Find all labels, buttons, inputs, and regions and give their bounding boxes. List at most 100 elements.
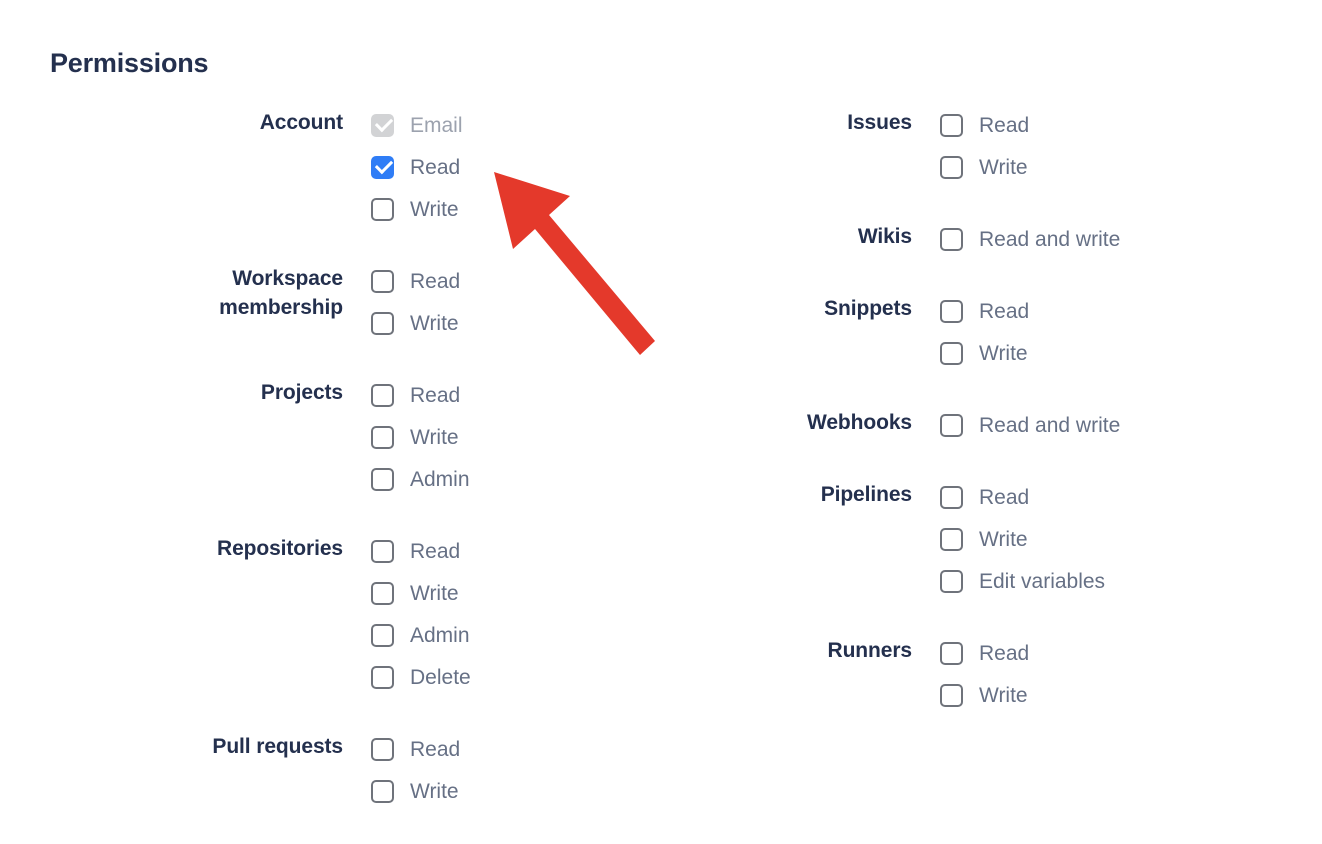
page-title: Permissions: [50, 48, 209, 78]
permission-row-repositories-read[interactable]: Read: [371, 530, 471, 572]
pipelines-write-checkbox[interactable]: [940, 527, 963, 551]
permission-row-projects-read[interactable]: Read: [371, 374, 470, 416]
issues-read-checkbox[interactable]: [940, 113, 963, 137]
account-write-checkbox[interactable]: [371, 197, 394, 221]
projects-read-checkbox[interactable]: [371, 383, 394, 407]
group-label-repositories: Repositories: [217, 537, 343, 560]
permission-label-workspace-membership-read: Read: [410, 269, 461, 293]
permission-row-account-email[interactable]: Email: [371, 104, 463, 146]
permission-row-runners-write[interactable]: Write: [940, 674, 1029, 716]
permission-row-runners-read[interactable]: Read: [940, 632, 1029, 674]
permission-row-projects-write[interactable]: Write: [371, 416, 470, 458]
group-label-account: Account: [259, 111, 343, 134]
permission-label-account-read: Read: [410, 155, 461, 179]
permission-row-pipelines-read[interactable]: Read: [940, 476, 1105, 518]
workspace-membership-read-checkbox[interactable]: [371, 269, 394, 293]
permission-row-snippets-write[interactable]: Write: [940, 332, 1029, 374]
pipelines-edit-variables-checkbox[interactable]: [940, 569, 963, 593]
wikis-read-and-write-checkbox[interactable]: [940, 227, 963, 251]
permission-row-workspace-membership-read[interactable]: Read: [371, 260, 460, 302]
group-label-workspace-membership: Workspace membership: [219, 267, 343, 319]
permission-label-repositories-read: Read: [410, 539, 461, 563]
repositories-admin-checkbox[interactable]: [371, 623, 394, 647]
permission-row-account-read[interactable]: Read: [371, 146, 463, 188]
permission-label-projects-read: Read: [410, 383, 461, 407]
permission-row-projects-admin[interactable]: Admin: [371, 458, 470, 500]
permission-row-pipelines-write[interactable]: Write: [940, 518, 1105, 560]
permission-row-webhooks-read-and-write[interactable]: Read and write: [940, 404, 1120, 446]
group-label-pipelines: Pipelines: [820, 483, 912, 506]
permission-label-webhooks-read-and-write: Read and write: [979, 413, 1121, 437]
permission-label-account-email: Email: [410, 113, 463, 137]
permission-label-account-write: Write: [410, 197, 459, 221]
permission-label-repositories-delete: Delete: [410, 665, 471, 689]
workspace-membership-write-checkbox[interactable]: [371, 311, 394, 335]
check-icon: [374, 155, 394, 174]
group-label-wikis: Wikis: [857, 225, 912, 248]
webhooks-read-and-write-checkbox[interactable]: [940, 413, 963, 437]
group-label-snippets: Snippets: [824, 297, 912, 320]
permission-group-webhooks: Webhooks Read and write: [612, 404, 1232, 446]
permission-label-pipelines-write: Write: [979, 527, 1028, 551]
issues-write-checkbox[interactable]: [940, 155, 963, 179]
group-label-pull-requests: Pull requests: [212, 735, 343, 758]
permission-row-repositories-admin[interactable]: Admin: [371, 614, 471, 656]
permission-row-account-write[interactable]: Write: [371, 188, 463, 230]
runners-write-checkbox[interactable]: [940, 683, 963, 707]
permission-row-wikis-read-and-write[interactable]: Read and write: [940, 218, 1120, 260]
permission-label-runners-write: Write: [979, 683, 1028, 707]
snippets-write-checkbox[interactable]: [940, 341, 963, 365]
account-email-checkbox: [371, 113, 394, 137]
permission-row-workspace-membership-write[interactable]: Write: [371, 302, 460, 344]
projects-admin-checkbox[interactable]: [371, 467, 394, 491]
check-icon: [374, 113, 394, 132]
group-label-runners: Runners: [827, 639, 913, 662]
permission-label-issues-read: Read: [979, 113, 1030, 137]
snippets-read-checkbox[interactable]: [940, 299, 963, 323]
permission-label-pull-requests-read: Read: [410, 737, 461, 761]
runners-read-checkbox[interactable]: [940, 641, 963, 665]
repositories-delete-checkbox[interactable]: [371, 665, 394, 689]
permission-label-snippets-write: Write: [979, 341, 1028, 365]
permission-row-repositories-delete[interactable]: Delete: [371, 656, 471, 698]
permission-label-issues-write: Write: [979, 155, 1028, 179]
pull-requests-read-checkbox[interactable]: [371, 737, 394, 761]
permission-row-issues-write[interactable]: Write: [940, 146, 1029, 188]
permission-row-pull-requests-write[interactable]: Write: [371, 770, 460, 812]
permission-row-pull-requests-read[interactable]: Read: [371, 728, 460, 770]
permission-label-runners-read: Read: [979, 641, 1030, 665]
repositories-write-checkbox[interactable]: [371, 581, 394, 605]
permission-label-pipelines-read: Read: [979, 485, 1030, 509]
permission-options-webhooks: Read and write: [940, 404, 1120, 446]
group-label-issues: Issues: [847, 111, 912, 134]
repositories-read-checkbox[interactable]: [371, 539, 394, 563]
pull-requests-write-checkbox[interactable]: [371, 779, 394, 803]
group-label-webhooks: Webhooks: [807, 411, 912, 434]
projects-write-checkbox[interactable]: [371, 425, 394, 449]
permission-label-workspace-membership-write: Write: [410, 311, 459, 335]
account-read-checkbox[interactable]: [371, 155, 394, 179]
pipelines-read-checkbox[interactable]: [940, 485, 963, 509]
permission-row-pipelines-edit-variables[interactable]: Edit variables: [940, 560, 1105, 602]
permission-label-snippets-read: Read: [979, 299, 1030, 323]
permission-row-snippets-read[interactable]: Read: [940, 290, 1029, 332]
permission-row-issues-read[interactable]: Read: [940, 104, 1029, 146]
permission-label-repositories-admin: Admin: [410, 623, 470, 647]
group-label-projects: Projects: [260, 381, 343, 404]
permission-row-repositories-write[interactable]: Write: [371, 572, 471, 614]
